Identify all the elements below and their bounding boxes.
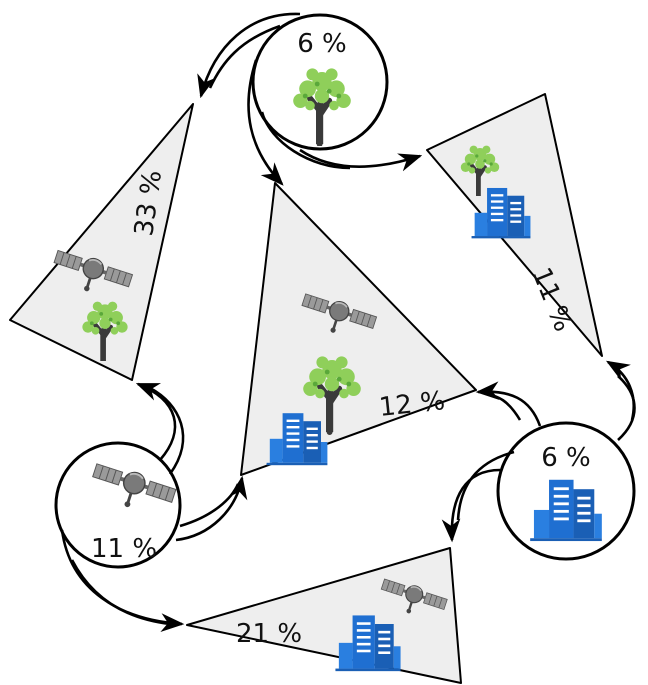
arrow-strand: [617, 375, 636, 441]
arrow-building-to-bottom-triangle: [441, 468, 501, 543]
arrow-strand: [456, 450, 515, 521]
arrow-building-to-center-triangle: [475, 381, 542, 427]
arrow-strand: [70, 559, 171, 626]
arrow-strand: [485, 392, 522, 421]
triangle-right: 11 %: [426, 93, 603, 357]
circle-building-label: 6 %: [541, 443, 591, 473]
arrow-strand: [179, 483, 240, 528]
arrow-satellite-to-center-triangle: [175, 475, 248, 542]
arrow-strand: [149, 386, 185, 475]
arrow-strand: [208, 24, 281, 89]
circle-tree-label: 6 %: [297, 29, 347, 59]
arrow-satellite-to-left-triangle: [135, 382, 177, 461]
arrow-tree-to-left-triangle: [197, 12, 301, 99]
triangle-bottom-label: 21 %: [236, 619, 302, 649]
arrow-tree-to-center-triangle: [247, 59, 284, 186]
triangle-left: 33 %: [9, 103, 194, 381]
arrow-strand: [260, 111, 351, 170]
triangle-bottom: 21 %: [186, 547, 462, 684]
arrow-tree-to-right-triangle: [299, 148, 423, 172]
arrows: [60, 12, 636, 632]
triangle-center-label: 12 %: [378, 386, 447, 423]
circle-satellite: 11 %: [54, 441, 182, 569]
circle-building: 6 %: [496, 421, 636, 561]
circle-tree: 6 %: [251, 13, 389, 151]
circle-satellite-label: 11 %: [91, 534, 157, 564]
triangle-center: 12 %: [240, 182, 477, 476]
